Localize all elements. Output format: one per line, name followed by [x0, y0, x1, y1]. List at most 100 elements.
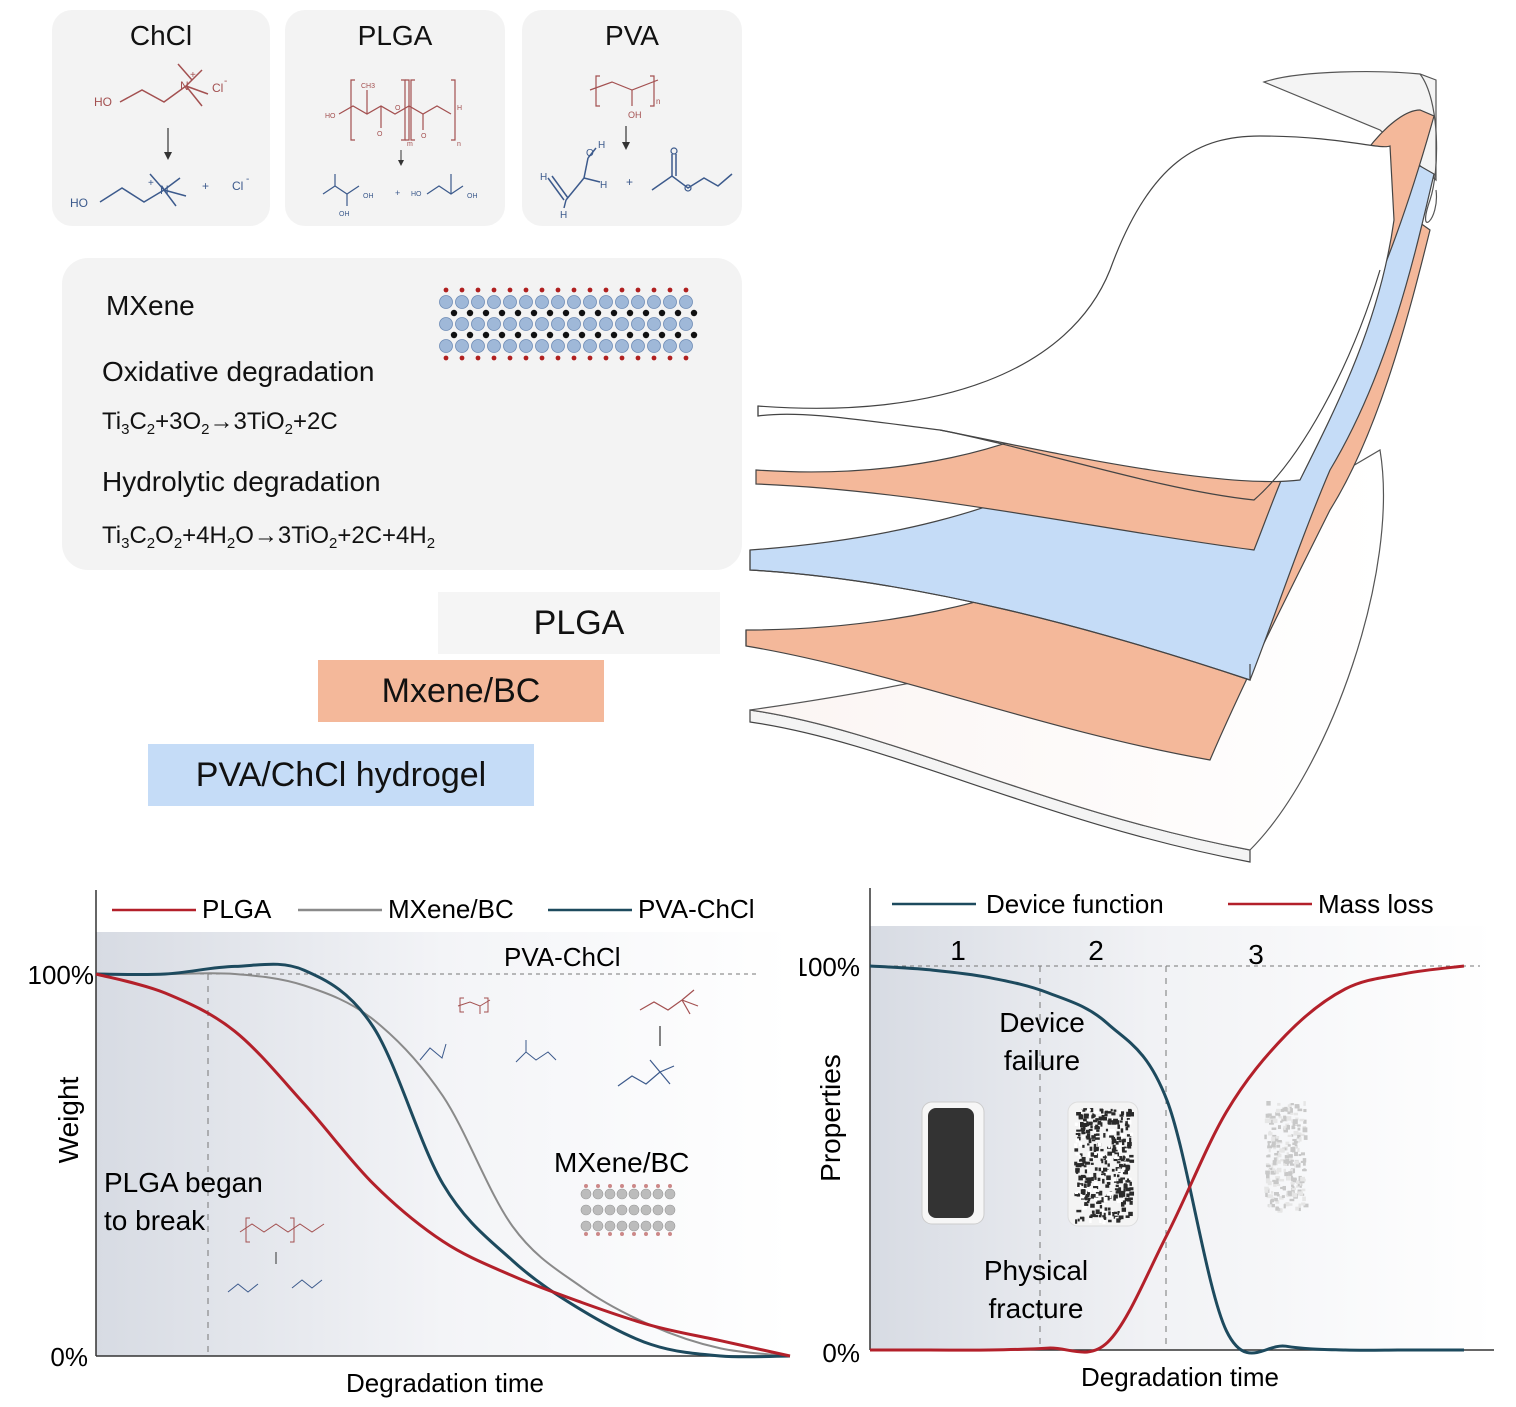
hydrolytic-equation: Ti3C2O2+4H2O→3TiO2+2C+4H2: [102, 522, 435, 552]
fracture-speck: [1095, 1147, 1099, 1151]
fracture-speck: [1090, 1203, 1095, 1208]
degraded-speck: [1265, 1179, 1269, 1184]
degraded-speck: [1287, 1134, 1292, 1138]
degraded-speck: [1267, 1143, 1270, 1148]
degraded-speck: [1278, 1141, 1283, 1144]
left-ytick-0: 0%: [50, 1342, 88, 1372]
fracture-speck: [1090, 1162, 1094, 1165]
back-wave-strip: [1262, 71, 1437, 182]
fracture-speck: [1093, 1143, 1097, 1149]
fracture-speck: [1076, 1111, 1082, 1116]
fracture-speck: [1126, 1111, 1131, 1117]
fracture-speck: [1119, 1163, 1123, 1168]
fracture-speck: [1080, 1127, 1086, 1131]
degraded-speck: [1265, 1174, 1270, 1180]
degraded-speck: [1301, 1202, 1306, 1206]
surface-atom: [635, 355, 641, 361]
fracture-speck: [1083, 1205, 1087, 1210]
fracture-speck: [1098, 1217, 1104, 1220]
fracture-speck: [1102, 1215, 1105, 1219]
fracture-speck: [1085, 1177, 1088, 1181]
fracture-speck: [1123, 1184, 1128, 1189]
fracture-speck: [1085, 1195, 1088, 1201]
degraded-speck: [1270, 1194, 1274, 1197]
fracture-speck: [1078, 1154, 1081, 1159]
degraded-speck: [1265, 1178, 1271, 1182]
fracture-speck: [1093, 1119, 1098, 1123]
ti-atom: [599, 295, 613, 309]
degraded-speck: [1276, 1144, 1281, 1148]
c-atom: [482, 309, 490, 317]
ti-atom: [679, 295, 693, 309]
fracture-speck: [1102, 1156, 1107, 1159]
degraded-speck: [1288, 1171, 1293, 1176]
degraded-speck: [1273, 1191, 1279, 1196]
fracture-speck: [1090, 1152, 1095, 1157]
degraded-speck: [1275, 1200, 1280, 1204]
degraded-speck: [1283, 1168, 1287, 1173]
degraded-speck: [1303, 1168, 1306, 1172]
fracture-speck: [1113, 1118, 1118, 1124]
c-atom: [578, 331, 586, 339]
surface-atom: [683, 287, 689, 293]
fracture-speck: [1125, 1187, 1131, 1192]
ti-atom: [583, 317, 597, 331]
fracture-speck: [1126, 1134, 1132, 1137]
mini-atom: [592, 1220, 604, 1232]
surface-atom: [459, 355, 465, 361]
fracture-speck: [1107, 1207, 1111, 1211]
fracture-speck: [1080, 1161, 1084, 1164]
mini-surface-atom: [656, 1184, 660, 1188]
degraded-speck: [1297, 1134, 1301, 1139]
fracture-speck: [1093, 1133, 1097, 1139]
properties-chart: Device function Mass loss 100% 0% 1 2 3 …: [800, 888, 1494, 1392]
degraded-speck: [1303, 1119, 1307, 1124]
mini-surface-atom: [632, 1232, 636, 1236]
pva-oh-label: OH: [628, 110, 642, 120]
degraded-speck: [1297, 1132, 1302, 1137]
fracture-speck: [1124, 1197, 1127, 1202]
fracture-speck: [1129, 1200, 1133, 1205]
degraded-speck: [1289, 1103, 1292, 1108]
degraded-speck: [1299, 1118, 1305, 1122]
fracture-speck: [1077, 1182, 1080, 1187]
fracture-speck: [1083, 1165, 1087, 1168]
fracture-speck: [1114, 1154, 1118, 1158]
degraded-speck: [1270, 1115, 1276, 1119]
ti-atom: [679, 317, 693, 331]
ti-atom: [455, 317, 469, 331]
fracture-speck: [1117, 1210, 1120, 1216]
chcl-title: ChCl: [129, 20, 193, 51]
fracture-speck: [1116, 1198, 1122, 1203]
fracture-speck: [1076, 1209, 1082, 1213]
fracture-speck: [1086, 1108, 1091, 1112]
plga-product-oh1: OH: [363, 193, 374, 200]
degraded-speck: [1293, 1130, 1299, 1136]
fracture-speck: [1080, 1109, 1086, 1112]
degraded-speck: [1289, 1168, 1293, 1174]
chcl-product-charge: +: [148, 178, 154, 189]
fracture-speck: [1082, 1192, 1085, 1195]
c-atom: [466, 309, 474, 317]
c-atom: [642, 331, 650, 339]
degraded-speck: [1284, 1171, 1289, 1177]
fracture-speck: [1093, 1214, 1099, 1218]
fracture-speck: [1087, 1143, 1090, 1146]
c-atom: [658, 331, 666, 339]
fracture-speck: [1079, 1195, 1085, 1199]
c-atom: [546, 331, 554, 339]
fracture-speck: [1093, 1129, 1097, 1134]
fracture-speck: [1099, 1108, 1104, 1112]
fracture-speck: [1087, 1177, 1091, 1182]
ti-atom: [551, 339, 565, 353]
fracture-speck: [1093, 1110, 1099, 1114]
c-atom: [514, 331, 522, 339]
fracture-speck: [1121, 1146, 1127, 1152]
mini-atom: [616, 1188, 628, 1200]
legend-pva-label: PVA-ChCl: [638, 894, 755, 924]
degraded-speck: [1275, 1110, 1279, 1113]
fracture-speck: [1120, 1133, 1125, 1138]
hydrogel-layer-label: PVA/ChCl hydrogel: [148, 744, 534, 806]
degraded-speck: [1300, 1176, 1305, 1182]
fracture-speck: [1095, 1209, 1100, 1215]
